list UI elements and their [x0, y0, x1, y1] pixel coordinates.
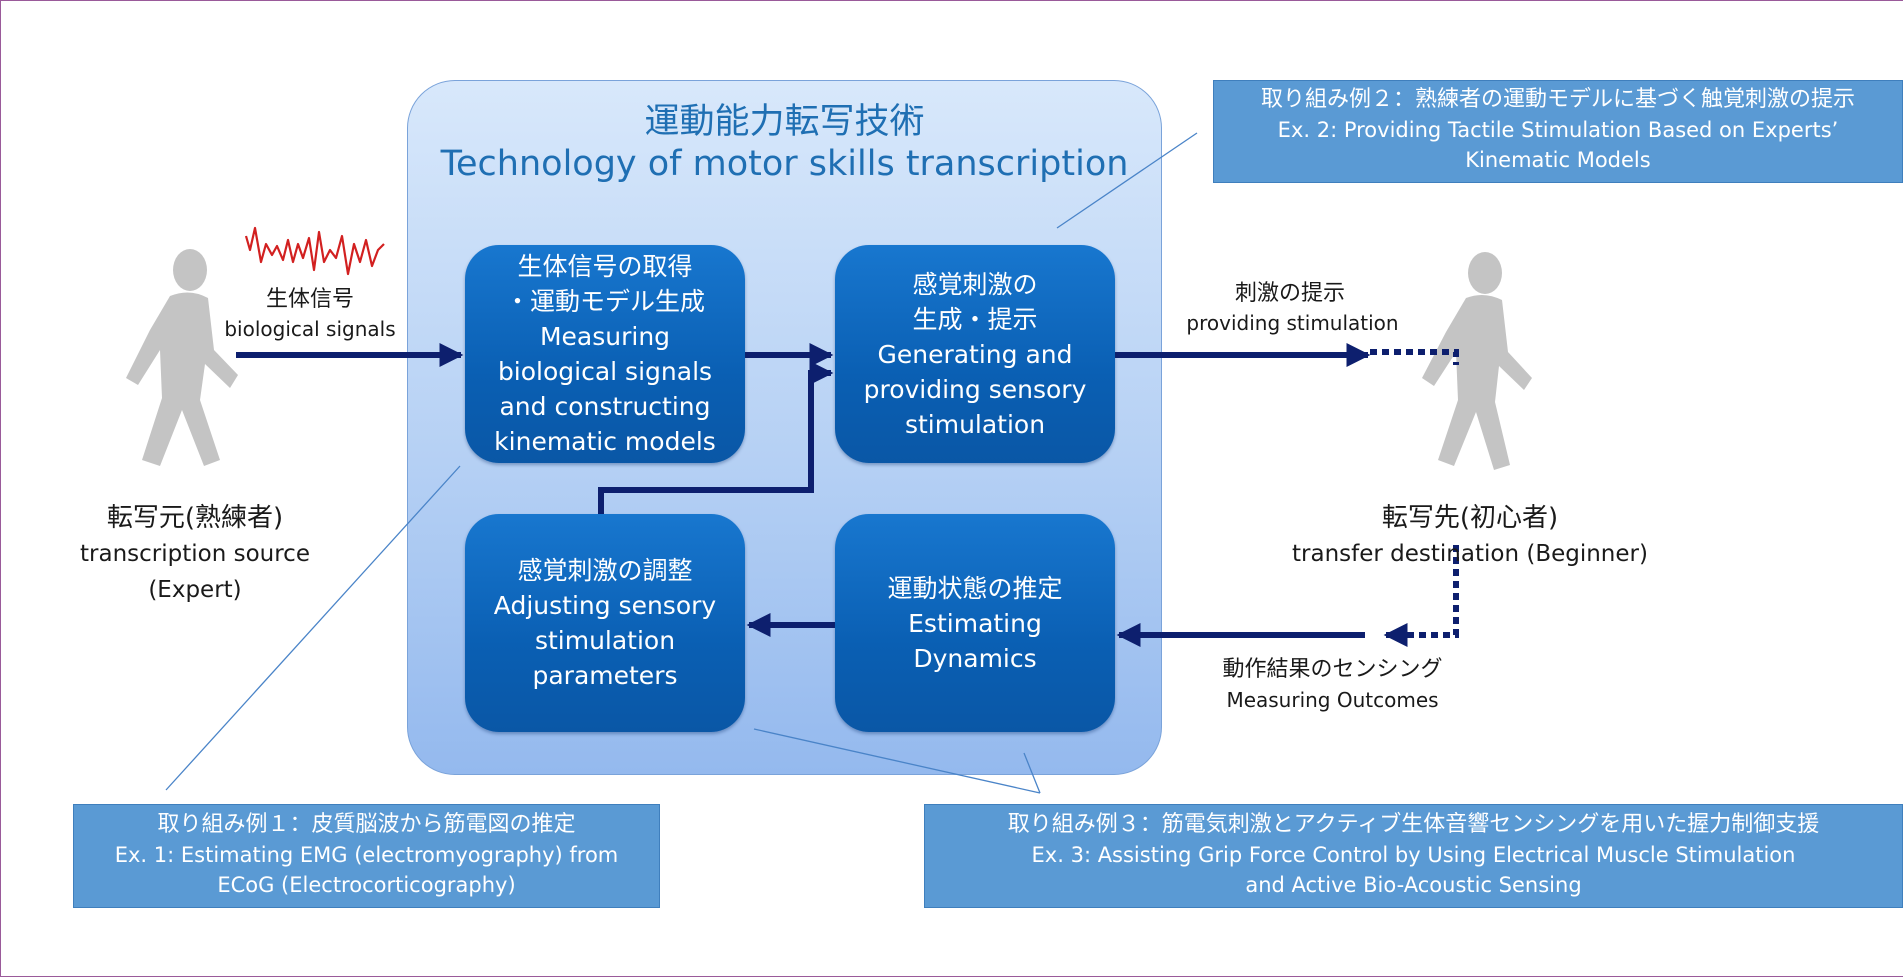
- example-2-en1: Ex. 2: Providing Tactile Stimulation Bas…: [1277, 118, 1839, 142]
- example-1-en1: Ex. 1: Estimating EMG (electromyography)…: [114, 843, 619, 867]
- label-source-jp: 転写元(熟練者): [106, 503, 284, 533]
- callout-line-ex2: [1056, 132, 1198, 229]
- label-stim-jp: 刺激の提示: [1234, 281, 1345, 306]
- label-dest-jp: 転写先(初心者): [1381, 503, 1559, 533]
- box-measure-en1: Measuring: [539, 322, 671, 351]
- box-measure-en4: kinematic models: [494, 427, 716, 456]
- box-estimate-en2: Dynamics: [913, 643, 1037, 673]
- box-adjust-en1: Adjusting sensory: [493, 591, 717, 620]
- label-dest-en: transfer destination (Beginner): [1292, 541, 1648, 567]
- box-estimate-jp1: 運動状態の推定: [887, 573, 1063, 603]
- box-estimating-dynamics: 運動状態の推定 Estimating Dynamics: [835, 514, 1115, 732]
- box-generate-en1: Generating and: [877, 339, 1073, 369]
- biosignal-wave-icon: [244, 226, 385, 276]
- box-generate-jp1: 感覚刺激の: [912, 269, 1038, 299]
- label-source-en1: transcription source: [80, 541, 310, 567]
- box-generate-jp2: 生成・提示: [912, 304, 1038, 334]
- box-generating-stimulation: 感覚刺激の 生成・提示 Generating and providing sen…: [835, 245, 1115, 463]
- example-2-en2: Kinematic Models: [1465, 148, 1651, 172]
- box-adjusting-parameters: 感覚刺激の調整 Adjusting sensory stimulation pa…: [465, 514, 745, 732]
- box-adjust-en2: stimulation: [534, 626, 676, 655]
- box-measure-en3: and constructing: [499, 392, 711, 421]
- box-estimate-en1: Estimating: [908, 608, 1042, 638]
- label-sense-jp: 動作結果のセンシング: [1222, 657, 1443, 682]
- beginner-figure-icon: [1422, 252, 1532, 470]
- box-measure-jp1: 生体信号の取得: [517, 252, 693, 281]
- example-3-en1: Ex. 3: Assisting Grip Force Control by U…: [1031, 843, 1796, 867]
- panel-title-en: Technology of motor skills transcription: [440, 144, 1129, 184]
- example-1-en2: ECoG (Electrocorticography): [217, 873, 516, 897]
- box-measuring-biological-signals: 生体信号の取得 ・運動モデル生成 Measuring biological si…: [465, 245, 745, 463]
- expert-figure-icon: [126, 249, 238, 466]
- box-measure-jp2: ・運動モデル生成: [504, 287, 705, 316]
- label-sense-en: Measuring Outcomes: [1226, 688, 1439, 712]
- label-bio-en: biological signals: [224, 317, 396, 341]
- label-stim-en: providing stimulation: [1186, 311, 1399, 335]
- box-generate-en2: providing sensory: [863, 374, 1087, 404]
- callout-line-ex3-a: [753, 728, 1041, 794]
- example-3-jp: 取り組み例３：筋電気刺激とアクティブ生体音響センシングを用いた握力制御支援: [1007, 812, 1820, 837]
- example-box-2: 取り組み例２：熟練者の運動モデルに基づく触覚刺激の提示 Ex. 2: Provi…: [1213, 80, 1903, 183]
- example-2-jp: 取り組み例２：熟練者の運動モデルに基づく触覚刺激の提示: [1260, 87, 1855, 112]
- box-adjust-jp1: 感覚刺激の調整: [517, 556, 693, 585]
- example-box-1: 取り組み例１：皮質脳波から筋電図の推定 Ex. 1: Estimating EM…: [73, 804, 660, 908]
- label-source-en2: (Expert): [148, 577, 242, 603]
- dotted-link-beginner-top: [1370, 349, 1459, 365]
- label-bio-jp: 生体信号: [265, 287, 354, 312]
- callout-line-ex1: [165, 465, 461, 791]
- panel-title-jp: 運動能力転写技術: [644, 102, 925, 142]
- box-measure-en2: biological signals: [497, 357, 713, 386]
- arrow-adjust-to-generate: [598, 361, 834, 514]
- dotted-link-beginner-bottom: [1383, 545, 1459, 647]
- box-generate-en3: stimulation: [904, 409, 1046, 439]
- example-box-3: 取り組み例３：筋電気刺激とアクティブ生体音響センシングを用いた握力制御支援 Ex…: [924, 804, 1903, 908]
- box-adjust-en3: parameters: [532, 661, 678, 690]
- callout-line-ex3-b: [1023, 752, 1041, 794]
- example-3-en2: and Active Bio-Acoustic Sensing: [1245, 873, 1582, 897]
- example-1-jp: 取り組み例１：皮質脳波から筋電図の推定: [157, 812, 576, 837]
